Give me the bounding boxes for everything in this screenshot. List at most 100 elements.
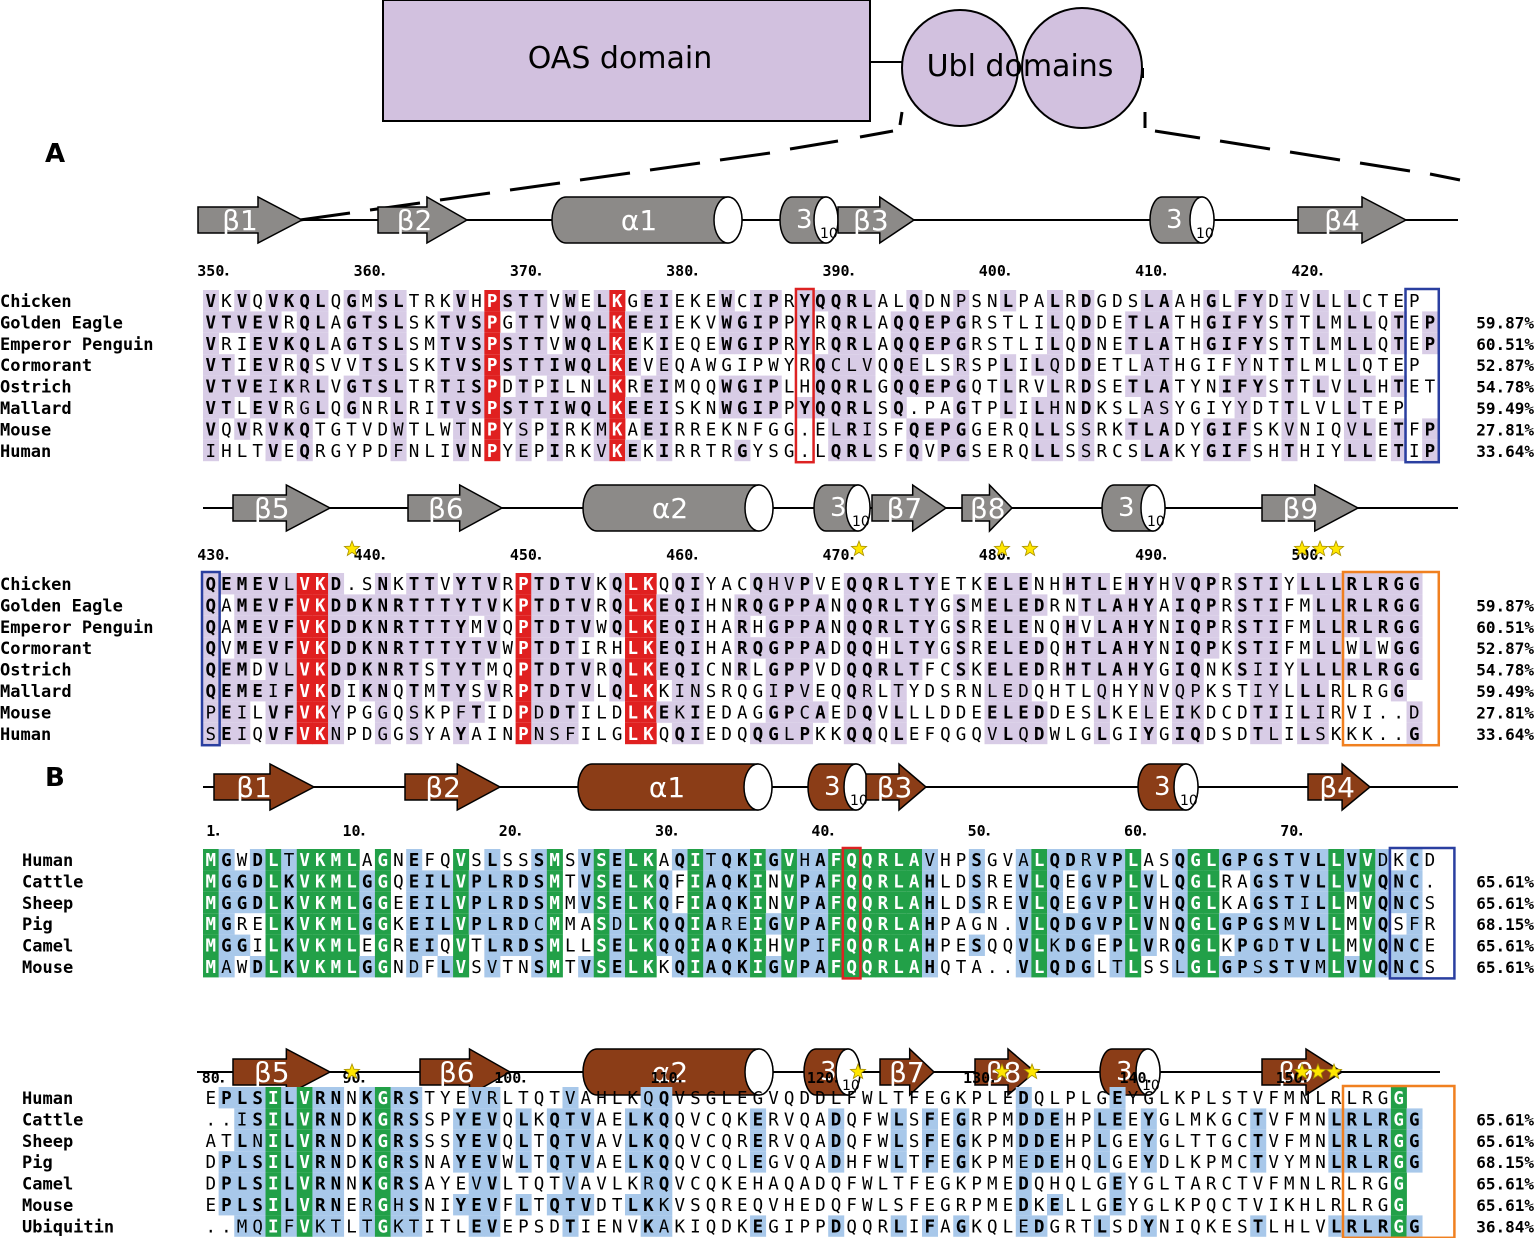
residue-bg — [359, 311, 376, 333]
percent-identity: 54.78% — [1476, 378, 1534, 397]
residue: K — [643, 335, 654, 355]
residue: R — [846, 335, 857, 355]
residue: T — [534, 292, 545, 312]
residue: I — [549, 399, 560, 419]
residue: A — [815, 872, 826, 892]
residue: A — [596, 1110, 607, 1130]
helix-end-cap — [744, 484, 774, 532]
residue: Q — [674, 639, 685, 659]
residue: A — [721, 575, 732, 595]
residue: N — [612, 1217, 623, 1237]
residue: S — [1221, 1089, 1232, 1109]
percent-identity: 65.61% — [1476, 958, 1534, 977]
residue: D — [1268, 937, 1279, 957]
residue: V — [206, 420, 217, 440]
residue: F — [831, 958, 842, 978]
residue: L — [1050, 335, 1061, 355]
residue: M — [362, 292, 373, 312]
residue: E — [409, 851, 420, 871]
residue: D — [831, 1153, 842, 1173]
residue: V — [299, 725, 310, 745]
species-name: Golden Eagle — [0, 313, 123, 333]
residue: M — [549, 851, 560, 871]
residue: R — [503, 915, 514, 935]
residue: N — [690, 682, 701, 702]
residue: P — [362, 442, 373, 462]
residue: L — [893, 958, 904, 978]
residue: G — [768, 618, 779, 638]
residue: V — [237, 378, 248, 398]
residue: K — [393, 915, 404, 935]
residue: D — [721, 703, 732, 723]
residue: I — [1034, 313, 1045, 333]
residue: S — [377, 313, 388, 333]
residue: D — [549, 1217, 560, 1237]
residue: R — [487, 1089, 498, 1109]
residue-bg — [656, 311, 673, 333]
residue: L — [1175, 1153, 1186, 1173]
residue: G — [299, 399, 310, 419]
residue: K — [424, 313, 435, 333]
residue: M — [1284, 1089, 1295, 1109]
residue: E — [1003, 1196, 1014, 1216]
residue: L — [1315, 596, 1326, 616]
residue: G — [737, 442, 748, 462]
residue-bg — [265, 311, 282, 333]
residue-bg — [359, 332, 376, 355]
residue: T — [362, 313, 373, 333]
residue: Q — [503, 661, 514, 681]
residue: P — [1237, 958, 1248, 978]
residue-bg — [765, 397, 782, 419]
residue: L — [1034, 420, 1045, 440]
residue: L — [878, 1175, 889, 1195]
residue: G — [1081, 894, 1092, 914]
residue: L — [1034, 894, 1045, 914]
residue: L — [1300, 399, 1311, 419]
residue: G — [237, 937, 248, 957]
helix-label: α1 — [649, 771, 685, 804]
residue: P — [956, 292, 967, 312]
residue: R — [721, 442, 732, 462]
residue-bg — [484, 397, 501, 419]
residue: R — [284, 356, 295, 376]
residue: K — [690, 313, 701, 333]
ruler-number: 100 — [494, 1069, 521, 1087]
residue: I — [1221, 442, 1232, 462]
residue: Y — [1253, 378, 1264, 398]
ruler-tick — [991, 1080, 994, 1083]
residue: S — [409, 1110, 420, 1130]
residue: G — [1393, 1175, 1404, 1195]
residue: L — [1362, 661, 1373, 681]
residue: V — [581, 958, 592, 978]
residue: R — [1378, 1110, 1389, 1130]
residue: S — [377, 292, 388, 312]
residue-bg — [1031, 397, 1048, 419]
strand-label: β4 — [1319, 771, 1355, 804]
residue: S — [503, 399, 514, 419]
residue: Q — [831, 1196, 842, 1216]
residue: T — [409, 420, 420, 440]
residue: E — [643, 399, 654, 419]
residue: S — [1253, 958, 1264, 978]
residue: S — [534, 1217, 545, 1237]
residue: V — [206, 313, 217, 333]
residue: Q — [1190, 661, 1201, 681]
residue: K — [1362, 725, 1373, 745]
residue: G — [1221, 958, 1232, 978]
residue: A — [440, 1153, 451, 1173]
residue: T — [565, 703, 576, 723]
residue: S — [1237, 575, 1248, 595]
residue: D — [1050, 703, 1061, 723]
residue: P — [221, 1153, 232, 1173]
residue: P — [799, 596, 810, 616]
residue: T — [315, 420, 326, 440]
residue: G — [377, 1196, 388, 1216]
residue: E — [1050, 1110, 1061, 1130]
residue: V — [487, 1132, 498, 1152]
residue: H — [1159, 575, 1170, 595]
residue: I — [1018, 399, 1029, 419]
residue: Q — [440, 851, 451, 871]
residue: E — [1050, 1153, 1061, 1173]
residue: L — [628, 596, 639, 616]
